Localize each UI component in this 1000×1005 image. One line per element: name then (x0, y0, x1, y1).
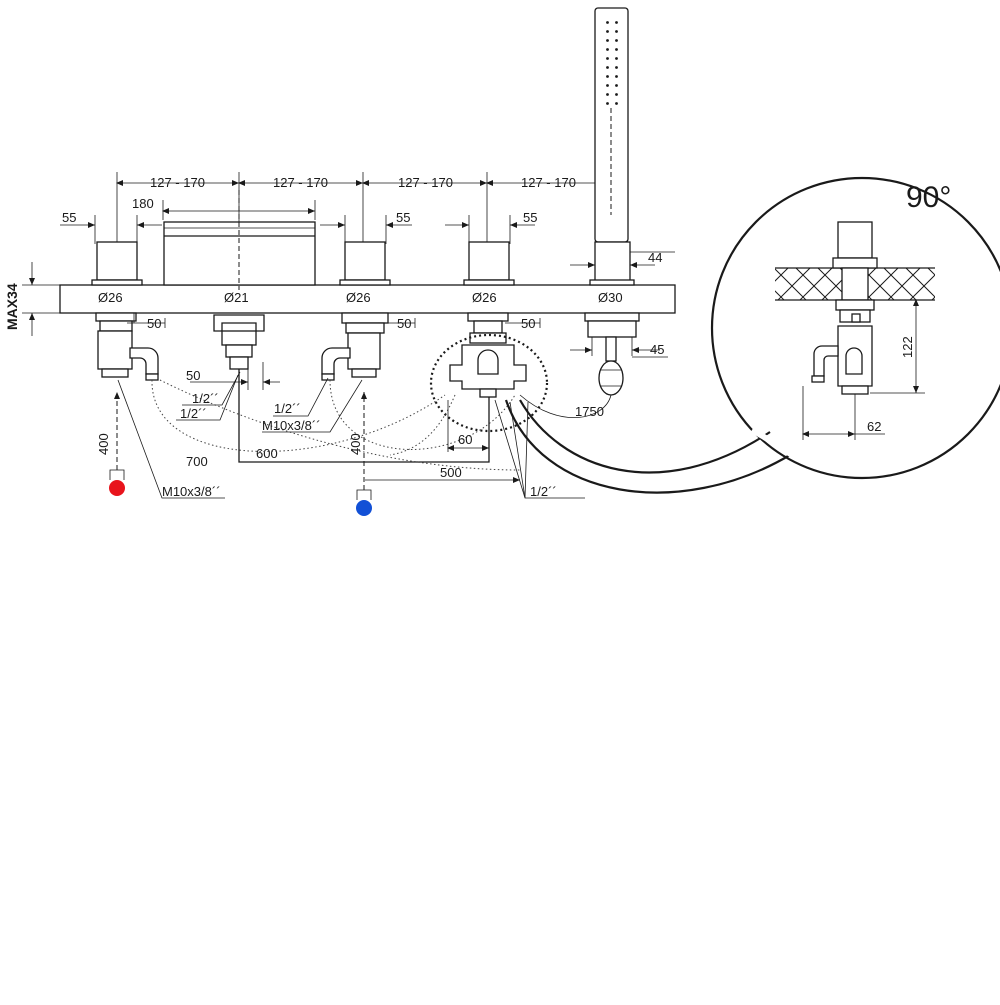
spacing-label-2: 127 - 170 (273, 175, 328, 190)
detail-callout: 90° 122 62 (504, 176, 1000, 494)
hole-label-shower: Ø30 (598, 290, 623, 305)
bath-spout: 180 Ø21 50 (132, 190, 316, 390)
thread-half-label-3: 1/2´´ (530, 484, 557, 499)
max-deck-label: MAX34 (4, 283, 20, 330)
below-label-shower: 45 (650, 342, 664, 357)
spacing-label-1: 127 - 170 (150, 175, 205, 190)
cold-water-indicator (356, 500, 372, 516)
thread-m10-label-1: M10x3/8´´ (162, 484, 221, 499)
valve-handle-hot: 55 Ø26 50 (60, 210, 166, 381)
length-500-label: 500 (440, 465, 462, 480)
hot-inlet-length-label: 400 (96, 433, 111, 455)
hot-water-indicator (109, 480, 125, 496)
detail-angle-label: 90° (906, 181, 951, 214)
diverter-handle: 55 Ø26 50 (429, 210, 549, 433)
spacing-label-4: 127 - 170 (521, 175, 576, 190)
cold-inlet: 400 (348, 392, 372, 516)
spout-width-label: 180 (132, 196, 154, 211)
thread-half-label-1b: 1/2´´ (180, 406, 207, 421)
below-label-3: 50 (521, 316, 535, 331)
valve-handle-cold: 55 Ø26 50 (320, 210, 416, 381)
detail-height-label: 122 (900, 336, 915, 358)
hole-label-1: Ø26 (98, 290, 123, 305)
hole-label-spout: Ø21 (224, 290, 249, 305)
hose-length-label: 1750 (575, 404, 604, 419)
below-label-spout: 50 (186, 368, 200, 383)
below-label-1: 50 (147, 316, 161, 331)
length-700-label: 700 (186, 454, 208, 469)
handle-width-label-2: 55 (396, 210, 410, 225)
hole-label-2: Ø26 (346, 290, 371, 305)
hand-shower: Ø30 44 45 1750 (519, 7, 675, 419)
spacing-label-3: 127 - 170 (398, 175, 453, 190)
thread-annotations: 1/2´´ 1/2´´ 1/2´´ M10x3/8´´ M10x3/8´´ 1/… (117, 371, 585, 499)
thread-m10-label-2: M10x3/8´´ (262, 418, 321, 433)
handle-width-label-1: 55 (62, 210, 76, 225)
detail-offset-label: 62 (867, 419, 881, 434)
cold-inlet-length-label: 400 (348, 433, 363, 455)
thread-half-label-2: 1/2´´ (274, 401, 301, 416)
hot-inlet: 400 (96, 392, 125, 496)
thread-half-label-1: 1/2´´ (192, 391, 219, 406)
length-600-label: 600 (256, 446, 278, 461)
hole-label-3: Ø26 (472, 290, 497, 305)
shower-holder-width-label: 44 (648, 250, 662, 265)
offset-60-label: 60 (458, 432, 472, 447)
below-label-2: 50 (397, 316, 411, 331)
handle-width-label-3: 55 (523, 210, 537, 225)
spacing-dimensions: 127 - 170 127 - 170 127 - 170 127 - 170 (116, 172, 611, 256)
deck-thickness-dimension: MAX34 (4, 262, 60, 336)
